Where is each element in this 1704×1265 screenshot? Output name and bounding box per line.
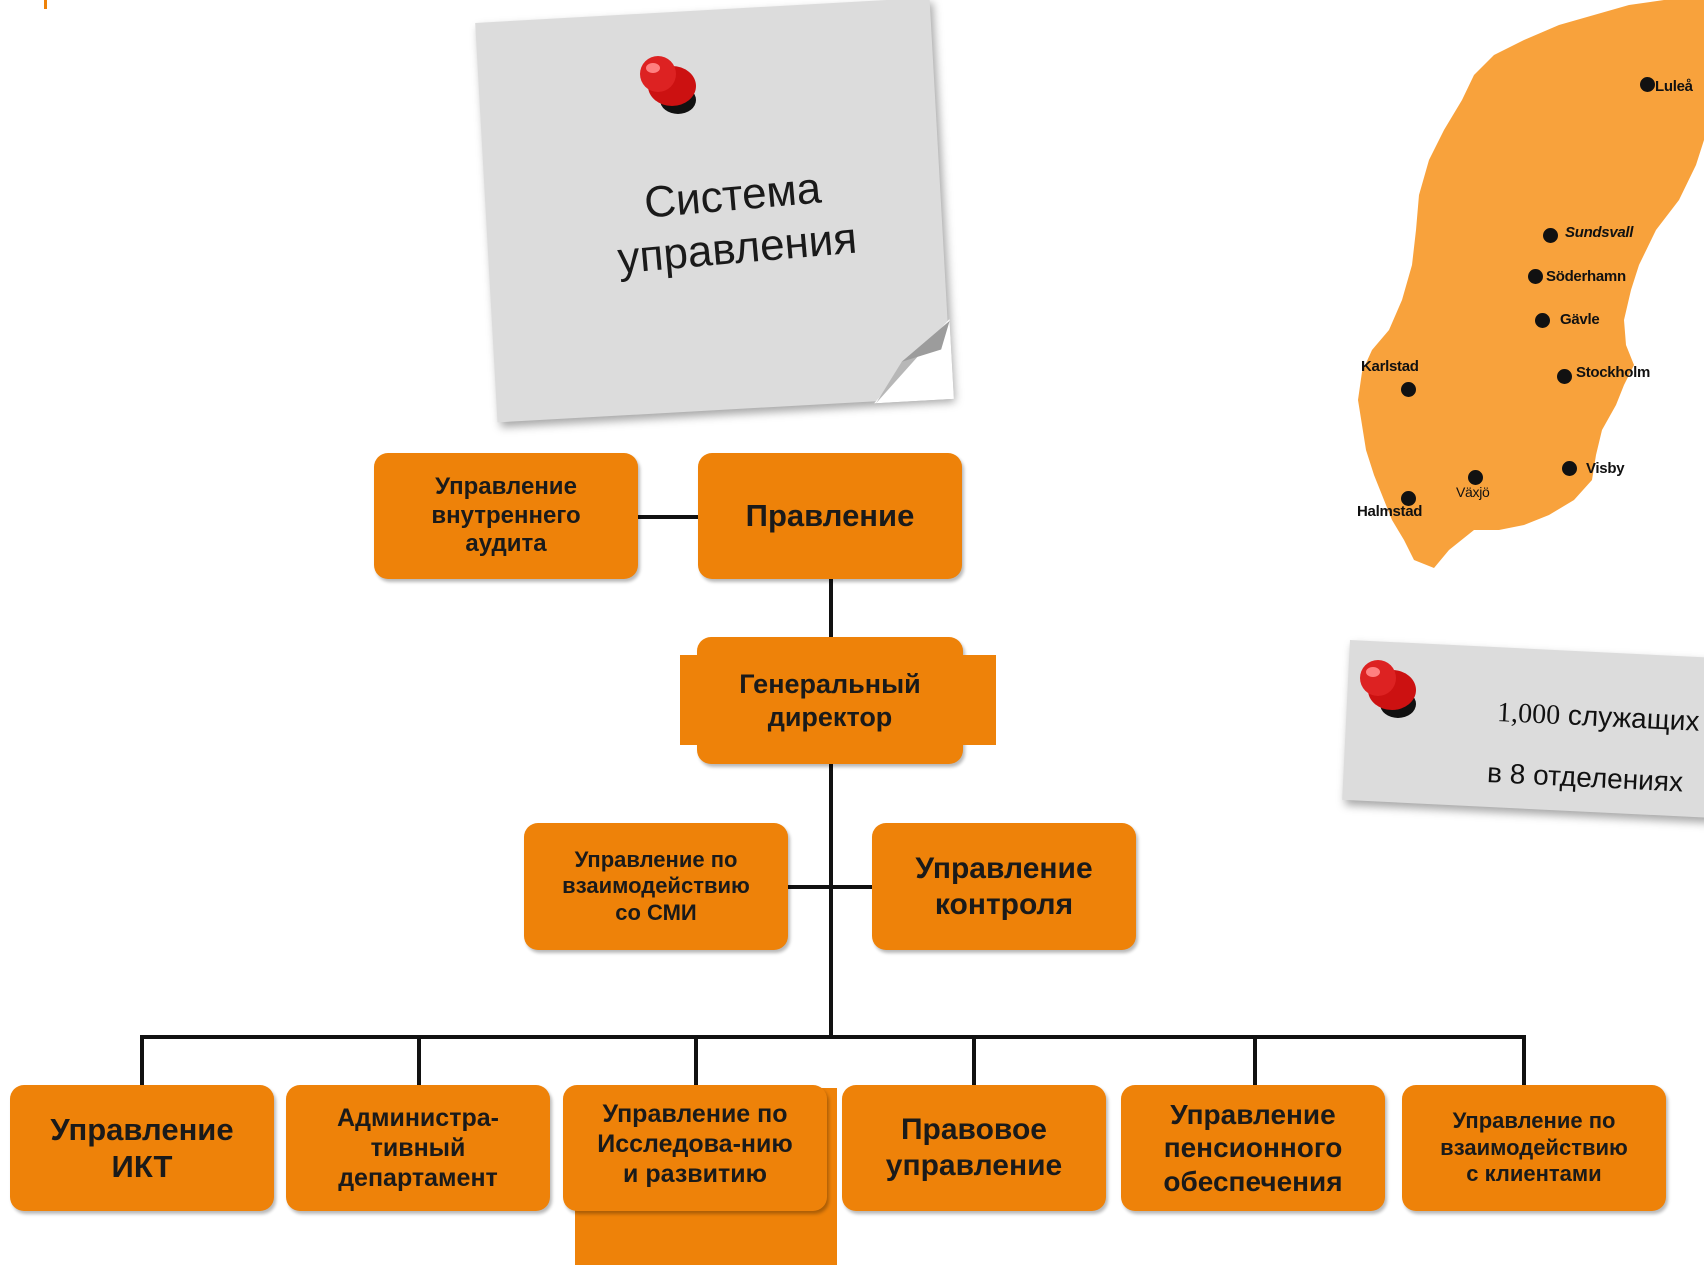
city-label: Visby <box>1586 460 1625 477</box>
internal-audit-label: Управление внутреннего аудита <box>431 472 581 558</box>
department-box-ict: Управление ИКТ <box>10 1085 274 1211</box>
department-label: Управление по Исследова-нию и развитию <box>597 1100 793 1188</box>
department-box-research: Управление по Исследова-нию и развитию <box>563 1085 827 1211</box>
department-label: Управление по взаимодействию с клиентами <box>1440 1108 1628 1187</box>
connector-drop-6 <box>1522 1035 1526 1087</box>
city-label: Halmstad <box>1357 503 1423 520</box>
board-box: Правление <box>698 453 962 579</box>
department-label: Администра- тивный департамент <box>337 1104 499 1192</box>
control-label: Управление контроля <box>915 851 1093 921</box>
pushpin-icon <box>640 56 696 114</box>
city-dot <box>1401 491 1416 506</box>
note-curl <box>874 318 954 404</box>
pushpin-icon <box>1360 660 1416 718</box>
department-box-legal: Правовое управление <box>842 1085 1106 1211</box>
city-dot <box>1468 470 1483 485</box>
connector-drop-2 <box>417 1035 421 1087</box>
connector-drop-1 <box>140 1035 144 1087</box>
department-label: Управление пенсионного обеспечения <box>1163 1098 1343 1197</box>
city-label: Söderhamn <box>1546 268 1626 285</box>
connector-staff <box>786 885 874 889</box>
city-dot <box>1528 269 1543 284</box>
corner-mark <box>44 0 47 9</box>
city-label: Gävle <box>1560 311 1600 328</box>
department-label: Управление ИКТ <box>50 1111 234 1184</box>
stats-employees-text: служащих <box>1559 699 1701 737</box>
department-box-clients: Управление по взаимодействию с клиентами <box>1402 1085 1666 1211</box>
city-label: Luleå <box>1655 78 1693 95</box>
department-label: Правовое управление <box>885 1113 1063 1182</box>
connector-director-trunk <box>829 762 833 1037</box>
internal-audit-box: Управление внутреннего аудита <box>374 453 638 579</box>
connector-horizontal-bus <box>140 1035 1526 1039</box>
board-label: Правление <box>745 498 915 534</box>
director-label-front: Генеральный директор <box>739 669 921 732</box>
media-relations-label: Управление по взаимодействию со СМИ <box>562 846 750 925</box>
city-dot <box>1401 382 1416 397</box>
city-label: Stockholm <box>1576 364 1650 381</box>
title-note <box>475 0 954 423</box>
connector-audit-board <box>637 515 701 519</box>
city-dot <box>1640 77 1655 92</box>
connector-drop-3 <box>694 1035 698 1087</box>
stats-number: 1,000 <box>1496 696 1561 732</box>
connector-board-director <box>829 578 833 638</box>
city-dot <box>1557 369 1572 384</box>
city-label: Karlstad <box>1361 358 1419 375</box>
city-dot <box>1543 228 1558 243</box>
director-box-front: Генеральный директор <box>697 637 963 764</box>
city-label: Sundsvall <box>1565 224 1634 241</box>
director-box-overlay <box>680 655 996 745</box>
media-relations-box: Управление по взаимодействию со СМИ <box>524 823 788 950</box>
control-box: Управление контроля <box>872 823 1136 950</box>
city-dot <box>1535 313 1550 328</box>
department-box-admin: Администра- тивный департамент <box>286 1085 550 1211</box>
city-dot <box>1562 461 1577 476</box>
connector-drop-5 <box>1253 1035 1257 1087</box>
department-box-pension: Управление пенсионного обеспечения <box>1121 1085 1385 1211</box>
connector-drop-4 <box>972 1035 976 1087</box>
city-label: Växjö <box>1456 484 1490 500</box>
